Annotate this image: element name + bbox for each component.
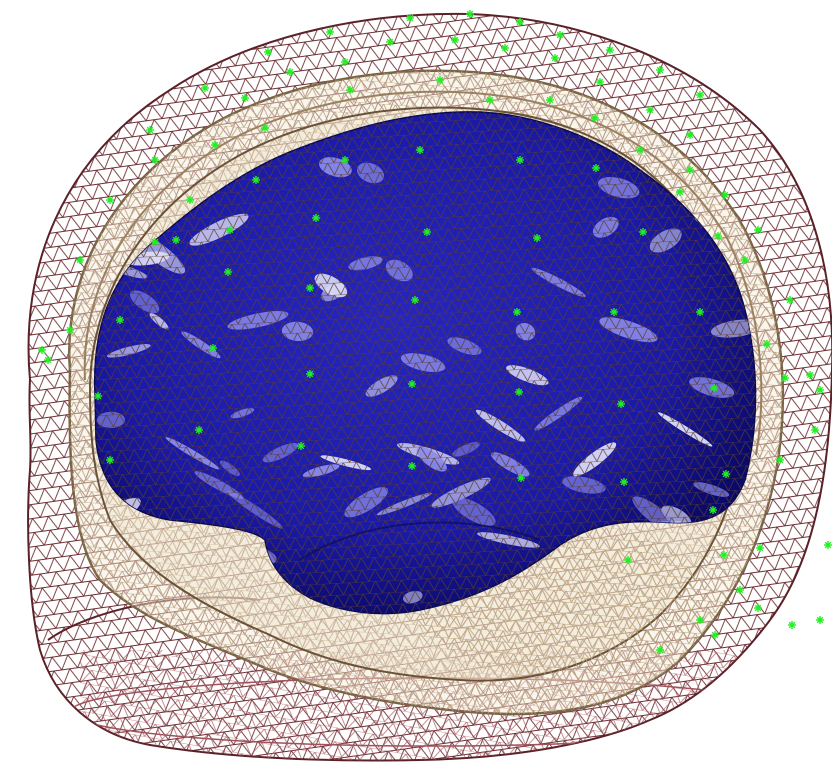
- electrode-marker: [533, 234, 541, 242]
- electrode-marker: [408, 380, 416, 388]
- electrode-marker: [592, 164, 600, 172]
- electrode-marker: [211, 141, 219, 149]
- electrode-marker: [406, 14, 414, 22]
- electrode-marker: [786, 296, 794, 304]
- electrode-marker: [195, 426, 203, 434]
- electrode-marker: [186, 196, 194, 204]
- electrode-marker: [411, 296, 419, 304]
- electrode-marker: [646, 106, 654, 114]
- electrode-marker: [722, 470, 730, 478]
- electrode-marker: [501, 44, 509, 52]
- electrode-marker: [436, 76, 444, 84]
- electrode-marker: [341, 156, 349, 164]
- electrode-marker: [754, 226, 762, 234]
- electrode-marker: [546, 96, 554, 104]
- electrode-marker: [596, 78, 604, 86]
- electrode-marker: [466, 10, 474, 18]
- electrode-marker: [486, 96, 494, 104]
- electrode-marker: [788, 621, 796, 629]
- electrode-marker: [312, 214, 320, 222]
- electrode-marker: [341, 58, 349, 66]
- electrode-marker: [816, 616, 824, 624]
- electrode-marker: [44, 356, 52, 364]
- electrode-marker: [639, 228, 647, 236]
- electrode-marker: [423, 228, 431, 236]
- electrode-marker: [686, 166, 694, 174]
- electrode-marker: [416, 146, 424, 154]
- electrode-marker: [306, 370, 314, 378]
- electrode-marker: [306, 284, 314, 292]
- electrode-marker: [591, 114, 599, 122]
- electrode-marker: [209, 344, 217, 352]
- electrode-marker: [386, 38, 394, 46]
- electrode-marker: [106, 456, 114, 464]
- electrode-marker: [261, 124, 269, 132]
- electrode-marker: [224, 268, 232, 276]
- electrode-marker: [620, 478, 628, 486]
- electrode-marker: [656, 66, 664, 74]
- electrode-marker: [106, 196, 114, 204]
- electrode-marker: [172, 236, 180, 244]
- electrode-marker: [241, 94, 249, 102]
- electrode-marker: [656, 646, 664, 654]
- electrode-marker: [776, 456, 784, 464]
- electrode-marker: [326, 28, 334, 36]
- electrode-marker: [516, 156, 524, 164]
- electrode-marker: [824, 541, 832, 549]
- electrode-marker: [710, 384, 718, 392]
- electrode-marker: [811, 426, 819, 434]
- electrode-marker: [264, 48, 272, 56]
- electrode-marker: [720, 551, 728, 559]
- electrode-marker: [610, 308, 618, 316]
- electrode-marker: [736, 586, 744, 594]
- electrode-marker: [556, 31, 564, 39]
- electrode-marker: [709, 506, 717, 514]
- electrode-marker: [781, 374, 789, 382]
- electrode-marker: [513, 308, 521, 316]
- electrode-marker: [201, 84, 209, 92]
- electrode-marker: [297, 442, 305, 450]
- electrode-marker: [551, 54, 559, 62]
- electrode-marker: [686, 131, 694, 139]
- electrode-marker: [636, 146, 644, 154]
- electrode-marker: [516, 18, 524, 26]
- electrode-marker: [517, 474, 525, 482]
- electrode-marker: [346, 86, 354, 94]
- electrode-marker: [151, 156, 159, 164]
- electrode-marker: [721, 191, 729, 199]
- electrode-marker: [116, 316, 124, 324]
- electrode-marker: [763, 340, 771, 348]
- electrode-marker: [696, 616, 704, 624]
- electrode-marker: [754, 604, 762, 612]
- electrode-marker: [806, 371, 814, 379]
- cortex-surface: [93, 111, 757, 615]
- electrode-marker: [38, 346, 46, 354]
- electrode-marker: [711, 631, 719, 639]
- electrode-marker: [606, 46, 614, 54]
- electrode-marker: [94, 392, 102, 400]
- electrode-marker: [146, 126, 154, 134]
- electrode-marker: [76, 256, 84, 264]
- electrode-marker: [286, 68, 294, 76]
- electrode-marker: [676, 188, 684, 196]
- electrode-marker: [741, 256, 749, 264]
- electrode-marker: [624, 556, 632, 564]
- electrode-marker: [617, 400, 625, 408]
- electrode-marker: [151, 238, 159, 246]
- electrode-marker: [252, 176, 260, 184]
- electrode-marker: [408, 462, 416, 470]
- electrode-marker: [714, 232, 722, 240]
- electrode-markers: [38, 10, 832, 654]
- electrode-marker: [696, 91, 704, 99]
- electrode-marker: [756, 544, 764, 552]
- electrode-marker: [515, 388, 523, 396]
- electrode-marker: [451, 36, 459, 44]
- electrode-marker: [66, 326, 74, 334]
- electrode-marker: [696, 308, 704, 316]
- electrode-marker: [816, 386, 824, 394]
- electrode-marker: [226, 226, 234, 234]
